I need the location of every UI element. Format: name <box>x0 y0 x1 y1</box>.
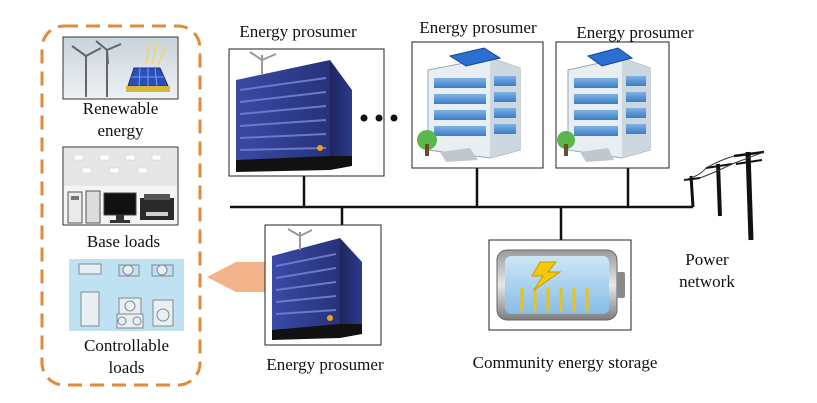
printer-icon <box>140 194 174 220</box>
refrigerator-icon <box>80 291 100 327</box>
ellipsis-dots <box>360 114 398 122</box>
control-arrow <box>207 262 274 292</box>
renewable-label-line2: energy <box>97 121 144 140</box>
power-network-label-line2: network <box>679 272 735 291</box>
solar-panel-icon <box>126 39 170 92</box>
wind-turbine-icon <box>71 40 122 97</box>
prosumer-building-top-left <box>228 48 385 177</box>
storage-label: Community energy storage <box>472 353 658 372</box>
prosumer-building-top-middle <box>411 41 544 169</box>
prosumer-building-bottom <box>264 224 382 346</box>
community-storage-battery <box>488 239 632 331</box>
prosumer-label-top-left: Energy prosumer <box>239 22 357 41</box>
appliance-panel-border <box>40 24 202 387</box>
controllable-label-line2: loads <box>108 358 145 377</box>
prosumer-label-top-right: Energy prosumer <box>576 23 694 42</box>
controllable-loads-image <box>69 259 184 331</box>
prosumer-label-bottom: Energy prosumer <box>266 355 384 374</box>
power-tower-icon <box>683 150 765 241</box>
base-loads-image <box>62 146 179 226</box>
power-bus <box>230 168 693 240</box>
power-network-label-line1: Power <box>685 250 729 269</box>
prosumer-building-top-right <box>555 41 670 169</box>
renewable-label-line1: Renewable <box>82 99 159 118</box>
renewable-energy-image <box>62 36 179 100</box>
prosumer-label-top-middle: Energy prosumer <box>419 18 537 37</box>
air-conditioner-icon <box>78 263 102 275</box>
monitor-icon <box>103 192 137 223</box>
controllable-label-line1: Controllable <box>84 336 169 355</box>
lightning-bolt-icon <box>531 261 562 291</box>
base-loads-label: Base loads <box>86 232 161 251</box>
computer-icon <box>67 190 101 224</box>
